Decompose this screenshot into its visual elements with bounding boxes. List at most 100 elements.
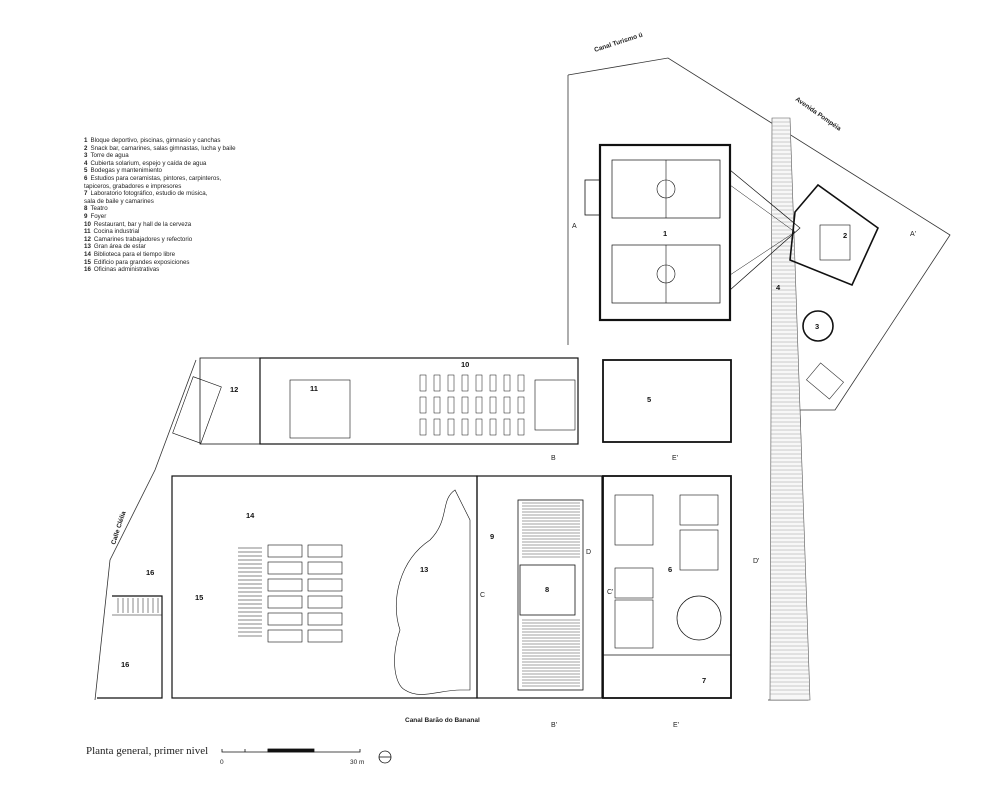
legend-item: tapiceros, grabadores e impresores bbox=[84, 183, 236, 191]
legend-number: 6 bbox=[84, 174, 88, 182]
sports-block bbox=[584, 143, 801, 322]
street-canal-turismo: Canal Turismo ü bbox=[593, 32, 643, 54]
room-1: 1 bbox=[663, 229, 667, 238]
legend-number: 2 bbox=[84, 144, 88, 152]
section-a: A bbox=[572, 223, 577, 230]
offices-block bbox=[97, 595, 163, 699]
section-d2: D' bbox=[753, 558, 759, 565]
scale-bar bbox=[221, 748, 361, 753]
legend-number: 14 bbox=[84, 250, 91, 258]
water-tower bbox=[802, 310, 834, 342]
room-6: 6 bbox=[668, 565, 672, 574]
legend-text: Camarines trabajadores y refectorio bbox=[93, 235, 193, 243]
legend-number: 12 bbox=[84, 235, 91, 243]
section-b2: B' bbox=[551, 722, 557, 729]
legend-number: 4 bbox=[84, 159, 88, 167]
north-arrow-icon bbox=[378, 750, 392, 764]
legend-number: 5 bbox=[84, 167, 88, 175]
section-e: E' bbox=[672, 455, 678, 462]
solarium-strip bbox=[769, 117, 811, 701]
room-3: 3 bbox=[815, 322, 819, 331]
legend-number: 10 bbox=[84, 220, 91, 228]
section-a2: A' bbox=[910, 231, 916, 238]
legend-text: Snack bar, camarines, salas gimnastas, l… bbox=[90, 144, 236, 152]
section-b: B bbox=[551, 455, 556, 462]
legend-text: Teatro bbox=[90, 205, 108, 213]
scale-start: 0 bbox=[220, 759, 224, 766]
legend-number: 9 bbox=[84, 212, 88, 220]
legend-text: Laboratorio fotográfico, estudio de músi… bbox=[90, 190, 208, 198]
legend-number: 3 bbox=[84, 152, 88, 160]
room-10: 10 bbox=[461, 360, 469, 369]
legend-number: 1 bbox=[84, 137, 88, 144]
legend-text: Biblioteca para el tiempo libre bbox=[93, 250, 176, 258]
section-e2: E' bbox=[673, 722, 679, 729]
street-canal-barao: Canal Barão do Bananal bbox=[405, 717, 480, 724]
street-calle-clelia: Calle Clélia bbox=[110, 510, 127, 546]
legend-text: Cocina industrial bbox=[93, 228, 140, 236]
snack-bar-block bbox=[789, 183, 880, 287]
room-16b: 16 bbox=[121, 660, 129, 669]
small-structure bbox=[806, 362, 844, 400]
section-c2: C' bbox=[607, 589, 613, 596]
room-14: 14 bbox=[246, 511, 255, 520]
room-9: 9 bbox=[490, 532, 494, 541]
room-15: 15 bbox=[195, 593, 203, 602]
room-16a: 16 bbox=[146, 568, 154, 577]
legend-text: Cubierta solarium, espejo y caída de agu… bbox=[90, 159, 207, 167]
room-2: 2 bbox=[843, 231, 847, 240]
scale-end: 30 m bbox=[350, 759, 364, 766]
section-c: C bbox=[480, 592, 485, 599]
legend-text: Edificio para grandes exposiciones bbox=[93, 258, 190, 266]
legend-number: 8 bbox=[84, 205, 88, 213]
room-7: 7 bbox=[702, 676, 706, 685]
legend-number: 11 bbox=[84, 228, 91, 236]
legend-item: sala de baile y camarines bbox=[84, 198, 236, 206]
legend-text: Foyer bbox=[90, 212, 107, 220]
site-boundary bbox=[94, 57, 951, 701]
section-d: D bbox=[586, 549, 591, 556]
main-block bbox=[171, 475, 603, 699]
street-avenida-pompeia: Avenida Pompéia bbox=[794, 96, 843, 133]
legend-number: 13 bbox=[84, 243, 91, 251]
legend-text: Restaurant, bar y hall de la cerveza bbox=[93, 220, 192, 228]
legend-text: sala de baile y camarines bbox=[84, 197, 154, 205]
legend-text: Estudios para ceramistas, pintores, carp… bbox=[90, 174, 222, 182]
room-4: 4 bbox=[776, 283, 781, 292]
block-12-stairs bbox=[172, 376, 222, 444]
legend-text: Oficinas administrativas bbox=[93, 266, 160, 274]
room-5: 5 bbox=[647, 395, 651, 404]
legend-text: Bloque deportivo, piscinas, gimnasio y c… bbox=[90, 137, 221, 144]
legend-number: 7 bbox=[84, 190, 88, 198]
legend-number: 16 bbox=[84, 266, 91, 274]
legend-number: 15 bbox=[84, 258, 91, 266]
restaurant-block bbox=[199, 357, 579, 445]
legend-text: Torre de agua bbox=[90, 152, 129, 160]
legend-text: tapiceros, grabadores e impresores bbox=[84, 182, 182, 190]
warehouse-block bbox=[602, 359, 732, 443]
studios-block bbox=[602, 475, 732, 699]
room-11: 11 bbox=[310, 384, 318, 393]
legend-text: Bodegas y mantenimiento bbox=[90, 167, 162, 175]
room-12: 12 bbox=[230, 385, 238, 394]
legend-text: Gran área de estar bbox=[93, 243, 146, 251]
room-13: 13 bbox=[420, 565, 428, 574]
